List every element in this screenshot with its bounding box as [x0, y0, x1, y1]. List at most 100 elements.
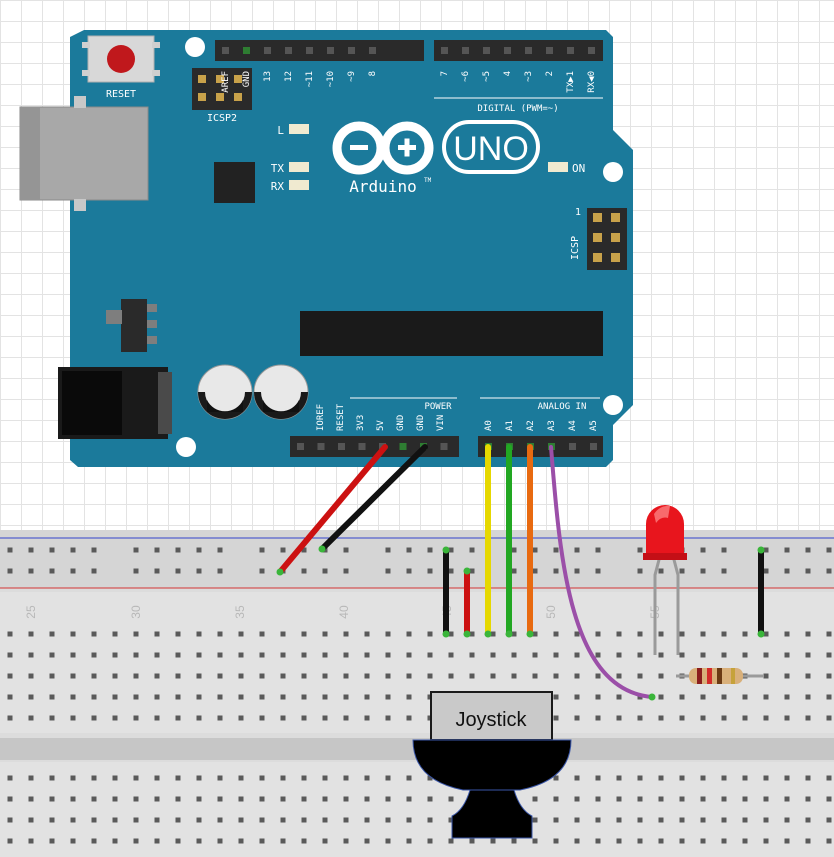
breadboard-hole: [91, 817, 97, 823]
breadboard-hole: [679, 817, 685, 823]
breadboard-hole: [7, 715, 13, 721]
header-pin: [264, 47, 271, 54]
breadboard-hole: [721, 838, 727, 844]
reset-button-cap: [107, 45, 135, 73]
breadboard-hole: [49, 715, 55, 721]
regulator-tab: [106, 310, 122, 324]
breadboard-hole: [301, 547, 307, 553]
breadboard-hole: [448, 838, 454, 844]
breadboard-hole: [511, 547, 517, 553]
breadboard-hole: [826, 817, 832, 823]
breadboard-hole: [154, 796, 160, 802]
capacitor-mark: [263, 400, 299, 412]
breadboard-hole: [595, 673, 601, 679]
breadboard-hole: [658, 673, 664, 679]
terminal-area-bottom: [0, 762, 834, 857]
breadboard-hole: [532, 652, 538, 658]
breadboard-hole: [322, 817, 328, 823]
breadboard-hole: [259, 673, 265, 679]
breadboard-hole: [364, 694, 370, 700]
breadboard-hole: [217, 796, 223, 802]
breadboard-hole: [154, 568, 160, 574]
header-pin: [462, 47, 469, 54]
breadboard-hole: [238, 673, 244, 679]
breadboard-hole: [700, 838, 706, 844]
breadboard-hole: [616, 796, 622, 802]
breadboard-hole: [469, 673, 475, 679]
icsp-pin: [593, 233, 602, 242]
breadboard-hole: [133, 652, 139, 658]
power-pin-label: 3V3: [356, 415, 366, 431]
breadboard-hole: [553, 631, 559, 637]
breadboard-hole: [28, 694, 34, 700]
breadboard-hole: [133, 715, 139, 721]
breadboard-hole: [763, 715, 769, 721]
breadboard-hole: [805, 568, 811, 574]
breadboard-hole: [343, 673, 349, 679]
breadboard-hole: [448, 817, 454, 823]
breadboard-hole: [7, 817, 13, 823]
breadboard-hole: [259, 838, 265, 844]
breadboard-hole: [784, 547, 790, 553]
column-number: 50: [544, 605, 558, 619]
breadboard-hole: [658, 796, 664, 802]
wire-end: [442, 546, 450, 554]
led-tx-label: TX: [271, 162, 285, 175]
breadboard-hole: [217, 775, 223, 781]
icsp-pin: [593, 253, 602, 262]
logo-right-ring: [380, 121, 434, 175]
breadboard-hole: [364, 817, 370, 823]
digital-pin-label: 12: [284, 71, 294, 82]
digital-header-right: [434, 40, 603, 61]
power-rail-area: [0, 530, 834, 588]
breadboard-hole: [763, 652, 769, 658]
breadboard-hole: [91, 547, 97, 553]
column-number: 25: [24, 605, 38, 619]
breadboard-hole: [385, 796, 391, 802]
breadboard-hole: [217, 631, 223, 637]
reset-leg: [82, 42, 90, 48]
resistor-band: [707, 668, 712, 684]
capacitor-band: [254, 392, 308, 419]
led-l-label: L: [277, 124, 284, 137]
breadboard-hole: [343, 568, 349, 574]
breadboard-hole: [301, 673, 307, 679]
breadboard-hole: [91, 568, 97, 574]
regulator-pin: [147, 336, 157, 344]
power-pin-label: RESET: [336, 403, 346, 431]
breadboard-hole: [280, 673, 286, 679]
breadboard-hole: [427, 796, 433, 802]
breadboard-hole: [553, 817, 559, 823]
digital-pin-label: ~10: [326, 71, 336, 87]
breadboard-hole: [784, 631, 790, 637]
breadboard-hole: [91, 694, 97, 700]
breadboard-hole: [133, 673, 139, 679]
breadboard-hole: [280, 796, 286, 802]
breadboard-hole: [448, 547, 454, 553]
header-pin: [338, 443, 345, 450]
header-pin: [440, 443, 448, 450]
header-pin: [567, 47, 574, 54]
icsp-label: ICSP: [570, 236, 581, 260]
breadboard-hole: [259, 547, 265, 553]
breadboard-hole: [616, 673, 622, 679]
breadboard-hole: [238, 652, 244, 658]
breadboard-hole: [154, 547, 160, 553]
voltage-regulator: [121, 299, 147, 352]
breadboard-hole: [196, 817, 202, 823]
breadboard-hole: [763, 838, 769, 844]
breadboard-hole: [553, 568, 559, 574]
minus-icon: [350, 145, 368, 150]
breadboard-hole: [721, 652, 727, 658]
digital-header-pins: [222, 47, 595, 54]
breadboard-hole: [49, 547, 55, 553]
usb-tab: [74, 96, 86, 108]
breadboard-hole: [574, 838, 580, 844]
breadboard-hole: [343, 775, 349, 781]
breadboard-hole: [826, 652, 832, 658]
icsp2-pins: [198, 75, 242, 101]
red-led: [643, 505, 687, 655]
breadboard-hole: [49, 796, 55, 802]
breadboard-hole: [322, 568, 328, 574]
